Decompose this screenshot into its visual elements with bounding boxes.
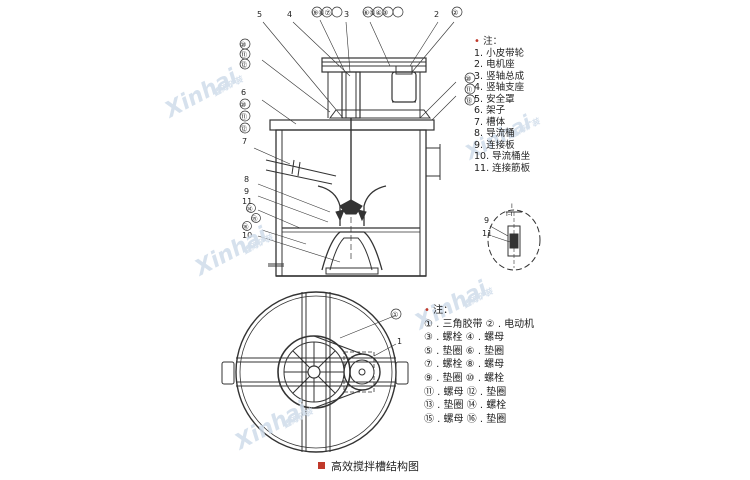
label-callout-circ2: ② (452, 9, 458, 17)
outlet-pipe (425, 147, 441, 177)
label-left-8: 8 (244, 175, 249, 184)
label-left-14: ⑭ (246, 205, 253, 213)
label-callout-5: 5 (257, 10, 262, 19)
legend-top-item: 9. 连接板 (474, 139, 515, 151)
plan-label-1: 1 (397, 337, 402, 346)
legend-bottom: • 注： ① . 三角胶带 ② . 电动机 ③ . 螺栓 ④ . 螺母 ⑤ . … (424, 304, 534, 426)
v-belt (313, 335, 363, 409)
vertical-shaft-housing (341, 71, 361, 119)
leader-lines (253, 19, 457, 263)
watermark-mid: Xinhai (189, 222, 272, 282)
caption-bullet-icon (318, 462, 325, 469)
impeller (335, 199, 367, 222)
legend-bottom-item: ⑬ . 垫圈 ⑭ . 螺栓 (424, 400, 507, 412)
label-callout-4: 4 (287, 10, 292, 19)
feed-pipe (265, 159, 337, 185)
legend-top-item: 10. 导流桶坐 (474, 151, 531, 162)
frame-support (329, 109, 431, 119)
legend-bottom-item: ⑦ . 螺栓 ⑧ . 螺母 (424, 359, 505, 371)
label-left-11b: ⑪ (240, 113, 247, 121)
label-left-11: 11 (242, 197, 252, 206)
legend-bottom-item: ⑨ . 垫圈 ⑩ . 螺栓 (424, 372, 505, 384)
label-left-15: ⑮ (251, 215, 258, 223)
watermark-top: Xinhai (159, 64, 242, 124)
label-left-10: 10 (242, 231, 252, 240)
legend-bottom-item: ⑤ . 垫圈 ⑥ . 垫圈 (424, 345, 505, 357)
detail-label-9: 9 (484, 216, 489, 225)
legend-top-item: 5. 安全罩 (474, 93, 515, 105)
label-callout-2: 2 (434, 10, 439, 19)
legend-top-item: 11. 连接筋板 (474, 162, 531, 174)
label-left-12a: ⑫ (240, 61, 247, 69)
label-right-11: ⑪ (465, 86, 472, 94)
legend-top-item: 6. 架子 (474, 105, 506, 116)
label-left-6: 6 (241, 88, 246, 97)
legend-bottom-header: • 注： (424, 305, 454, 316)
legend-bottom-item: ① . 三角胶带 ② . 电动机 (424, 318, 535, 330)
label-left-10a: ⑩ (240, 41, 246, 49)
legend-bottom-item: ③ . 螺栓 ④ . 螺母 (424, 332, 505, 344)
detail-section (487, 209, 541, 271)
safety-guard (321, 57, 427, 73)
legend-bottom-item: ⑮ . 螺母 ⑯ . 垫圈 (424, 413, 507, 425)
label-callout-987: ⑨⑧⑦ (312, 9, 331, 17)
legend-top-item: 2. 电机座 (474, 59, 515, 70)
label-callout-3: 3 (344, 10, 349, 19)
legend-top: • 注： 1. 小皮带轮 2. 电机座 3. 竖轴总成 4. 竖轴支座 5. 安… (474, 36, 530, 174)
label-left-12b: ⑫ (240, 125, 247, 133)
callout-circles (239, 6, 476, 231)
legend-bottom-item: ⑪ . 螺母 ⑫ . 垫圈 (424, 386, 507, 398)
draft-tube-seat (321, 231, 383, 271)
figure-caption: 高效搅拌槽结构图 (318, 458, 419, 474)
legend-top-header: • 注： (474, 36, 503, 47)
side-elevation-view (239, 6, 476, 277)
label-right-10: ⑩ (465, 75, 471, 83)
label-left-11a: ⑪ (240, 51, 247, 59)
detail-label-top: I (511, 203, 513, 210)
legend-top-item: 8. 导流桶 (474, 128, 515, 139)
motor (391, 71, 417, 103)
detail-label-11: 11 (482, 229, 492, 238)
label-left-16: ⑯ (242, 223, 249, 231)
legend-top-item: 3. 竖轴总成 (474, 70, 525, 82)
label-left-10b: ⑩ (240, 101, 246, 109)
tank-flange (269, 119, 435, 131)
plan-view (221, 291, 409, 453)
legend-top-item: 7. 槽体 (474, 116, 506, 128)
legend-top-item: 4. 竖轴支座 (474, 82, 525, 93)
label-left-9: 9 (244, 187, 249, 196)
large-pulley (277, 335, 351, 409)
plan-label-circ1: ① (392, 311, 398, 319)
detail-label-ii: I–I (506, 211, 513, 218)
label-left-7: 7 (242, 137, 247, 146)
legend-top-item: 1. 小皮带轮 (474, 47, 525, 59)
caption-text: 高效搅拌槽结构图 (331, 460, 419, 473)
label-callout-6543: ⑥⑤④③ (363, 9, 388, 17)
label-right-13: ⑬ (465, 97, 472, 105)
watermark-bottom: Xinhai (229, 396, 312, 456)
